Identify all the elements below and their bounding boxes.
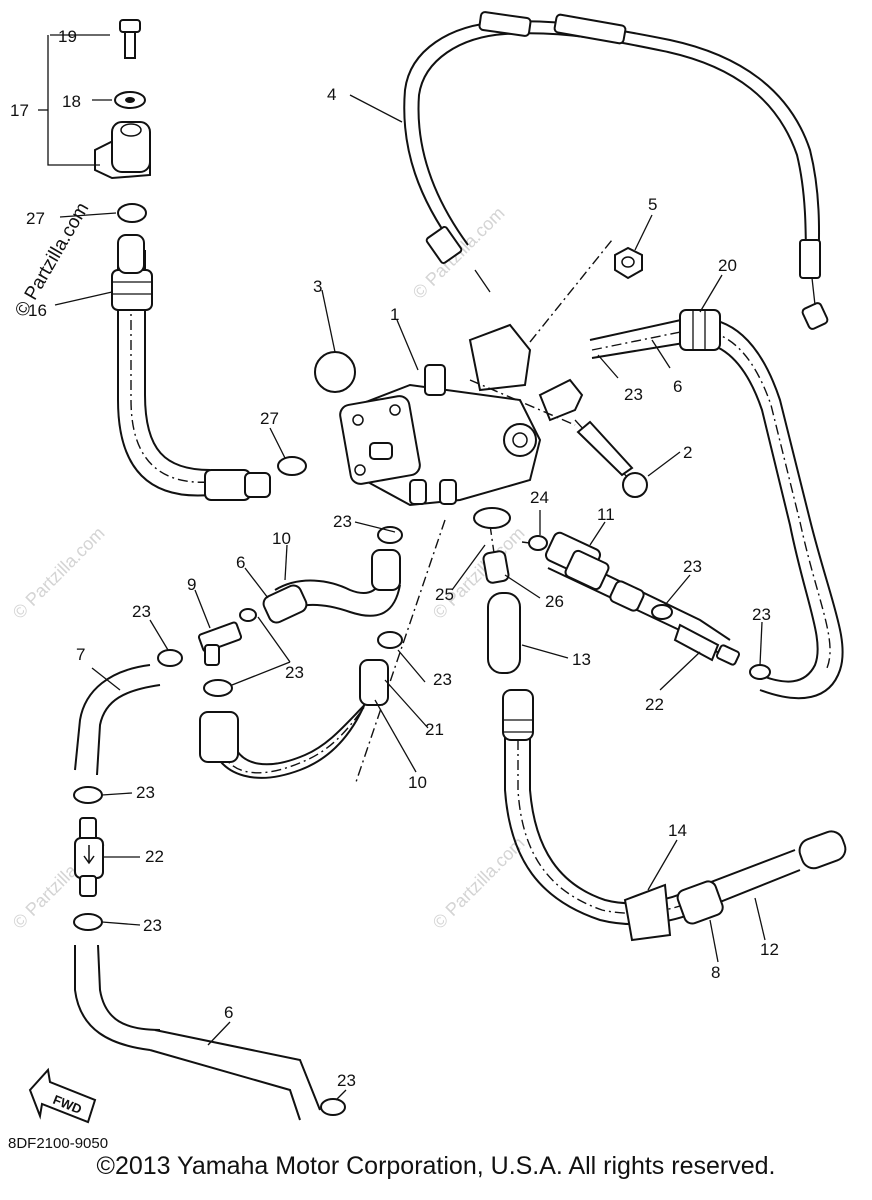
callout-8: 8	[711, 963, 720, 982]
bolt-2	[574, 419, 648, 498]
callout-26: 26	[545, 592, 564, 611]
callout-27: 27	[260, 409, 279, 428]
check-valve-22	[73, 817, 104, 931]
callout-23: 23	[143, 916, 162, 935]
hose-10-upper	[262, 526, 403, 624]
callout-16: 16	[28, 301, 47, 320]
hose-10-lower	[199, 631, 403, 779]
centerline	[529, 239, 613, 343]
callout-10: 10	[272, 529, 291, 548]
fwd-arrow: FWD	[28, 1067, 97, 1124]
callout-6: 6	[236, 553, 245, 572]
callout-1: 1	[390, 305, 399, 324]
centerline	[469, 379, 576, 426]
callout-3: 3	[313, 277, 322, 296]
watermark-text: © Partzilla.com	[429, 833, 529, 933]
callout-4: 4	[327, 85, 336, 104]
hose-7	[73, 664, 161, 804]
watermark-dark: © Partzilla.com	[11, 199, 93, 320]
callout-9: 9	[187, 575, 196, 594]
callout-23: 23	[752, 605, 771, 624]
callout-22: 22	[645, 695, 664, 714]
callout-14: 14	[668, 821, 687, 840]
callout-23: 23	[136, 783, 155, 802]
callout-23: 23	[337, 1071, 356, 1090]
hose-6-bottom	[74, 944, 346, 1121]
callout-23: 23	[433, 670, 452, 689]
callout-25: 25	[435, 585, 454, 604]
callout-18: 18	[62, 92, 81, 111]
callout-13: 13	[572, 650, 591, 669]
callout-6: 6	[673, 377, 682, 396]
callout-23: 23	[683, 557, 702, 576]
callout-6: 6	[224, 1003, 233, 1022]
watermark-text: © Partzilla.com	[9, 523, 109, 623]
callout-17: 17	[10, 101, 29, 120]
cable-4	[403, 11, 829, 330]
tee-fitting-9	[157, 608, 257, 697]
diagram-code: 8DF2100-9050	[8, 1135, 109, 1152]
hose-12	[502, 689, 847, 942]
parts-diagram: © Partzilla.com © Partzilla.com © Partzi…	[9, 11, 847, 1124]
clamp-27-top	[117, 203, 147, 223]
callout-19: 19	[58, 27, 77, 46]
callout-23: 23	[132, 602, 151, 621]
callout-24: 24	[530, 488, 549, 507]
callout-23: 23	[624, 385, 643, 404]
hose-11	[528, 531, 771, 680]
callout-11: 11	[597, 505, 615, 524]
callout-27: 27	[26, 209, 45, 228]
oil-pump-1	[339, 323, 584, 507]
callout-21: 21	[425, 720, 444, 739]
callout-22: 22	[145, 847, 164, 866]
centerline	[521, 541, 546, 546]
callout-7: 7	[76, 645, 85, 664]
callouts: 19 17 18 27 16 4 5 20 3 1 2 23 6 27 23 1…	[10, 27, 779, 1090]
callout-5: 5	[648, 195, 657, 214]
leader-lines	[38, 34, 766, 1101]
callout-10: 10	[408, 773, 427, 792]
copyright-notice: ©2013 Yamaha Motor Corporation, U.S.A. A…	[96, 1152, 776, 1180]
nut-5	[614, 246, 643, 280]
centerline	[354, 519, 446, 786]
callout-23: 23	[333, 512, 352, 531]
hose-16	[111, 234, 271, 501]
oring-3	[314, 351, 356, 393]
callout-2: 2	[683, 443, 692, 462]
bracket-assembly	[94, 19, 151, 180]
callout-20: 20	[718, 256, 737, 275]
hose-20-loop	[589, 309, 844, 700]
callout-23: 23	[285, 663, 304, 682]
clamp-parts-center	[473, 507, 521, 674]
callout-12: 12	[760, 940, 779, 959]
clamp-27-mid	[277, 456, 307, 476]
